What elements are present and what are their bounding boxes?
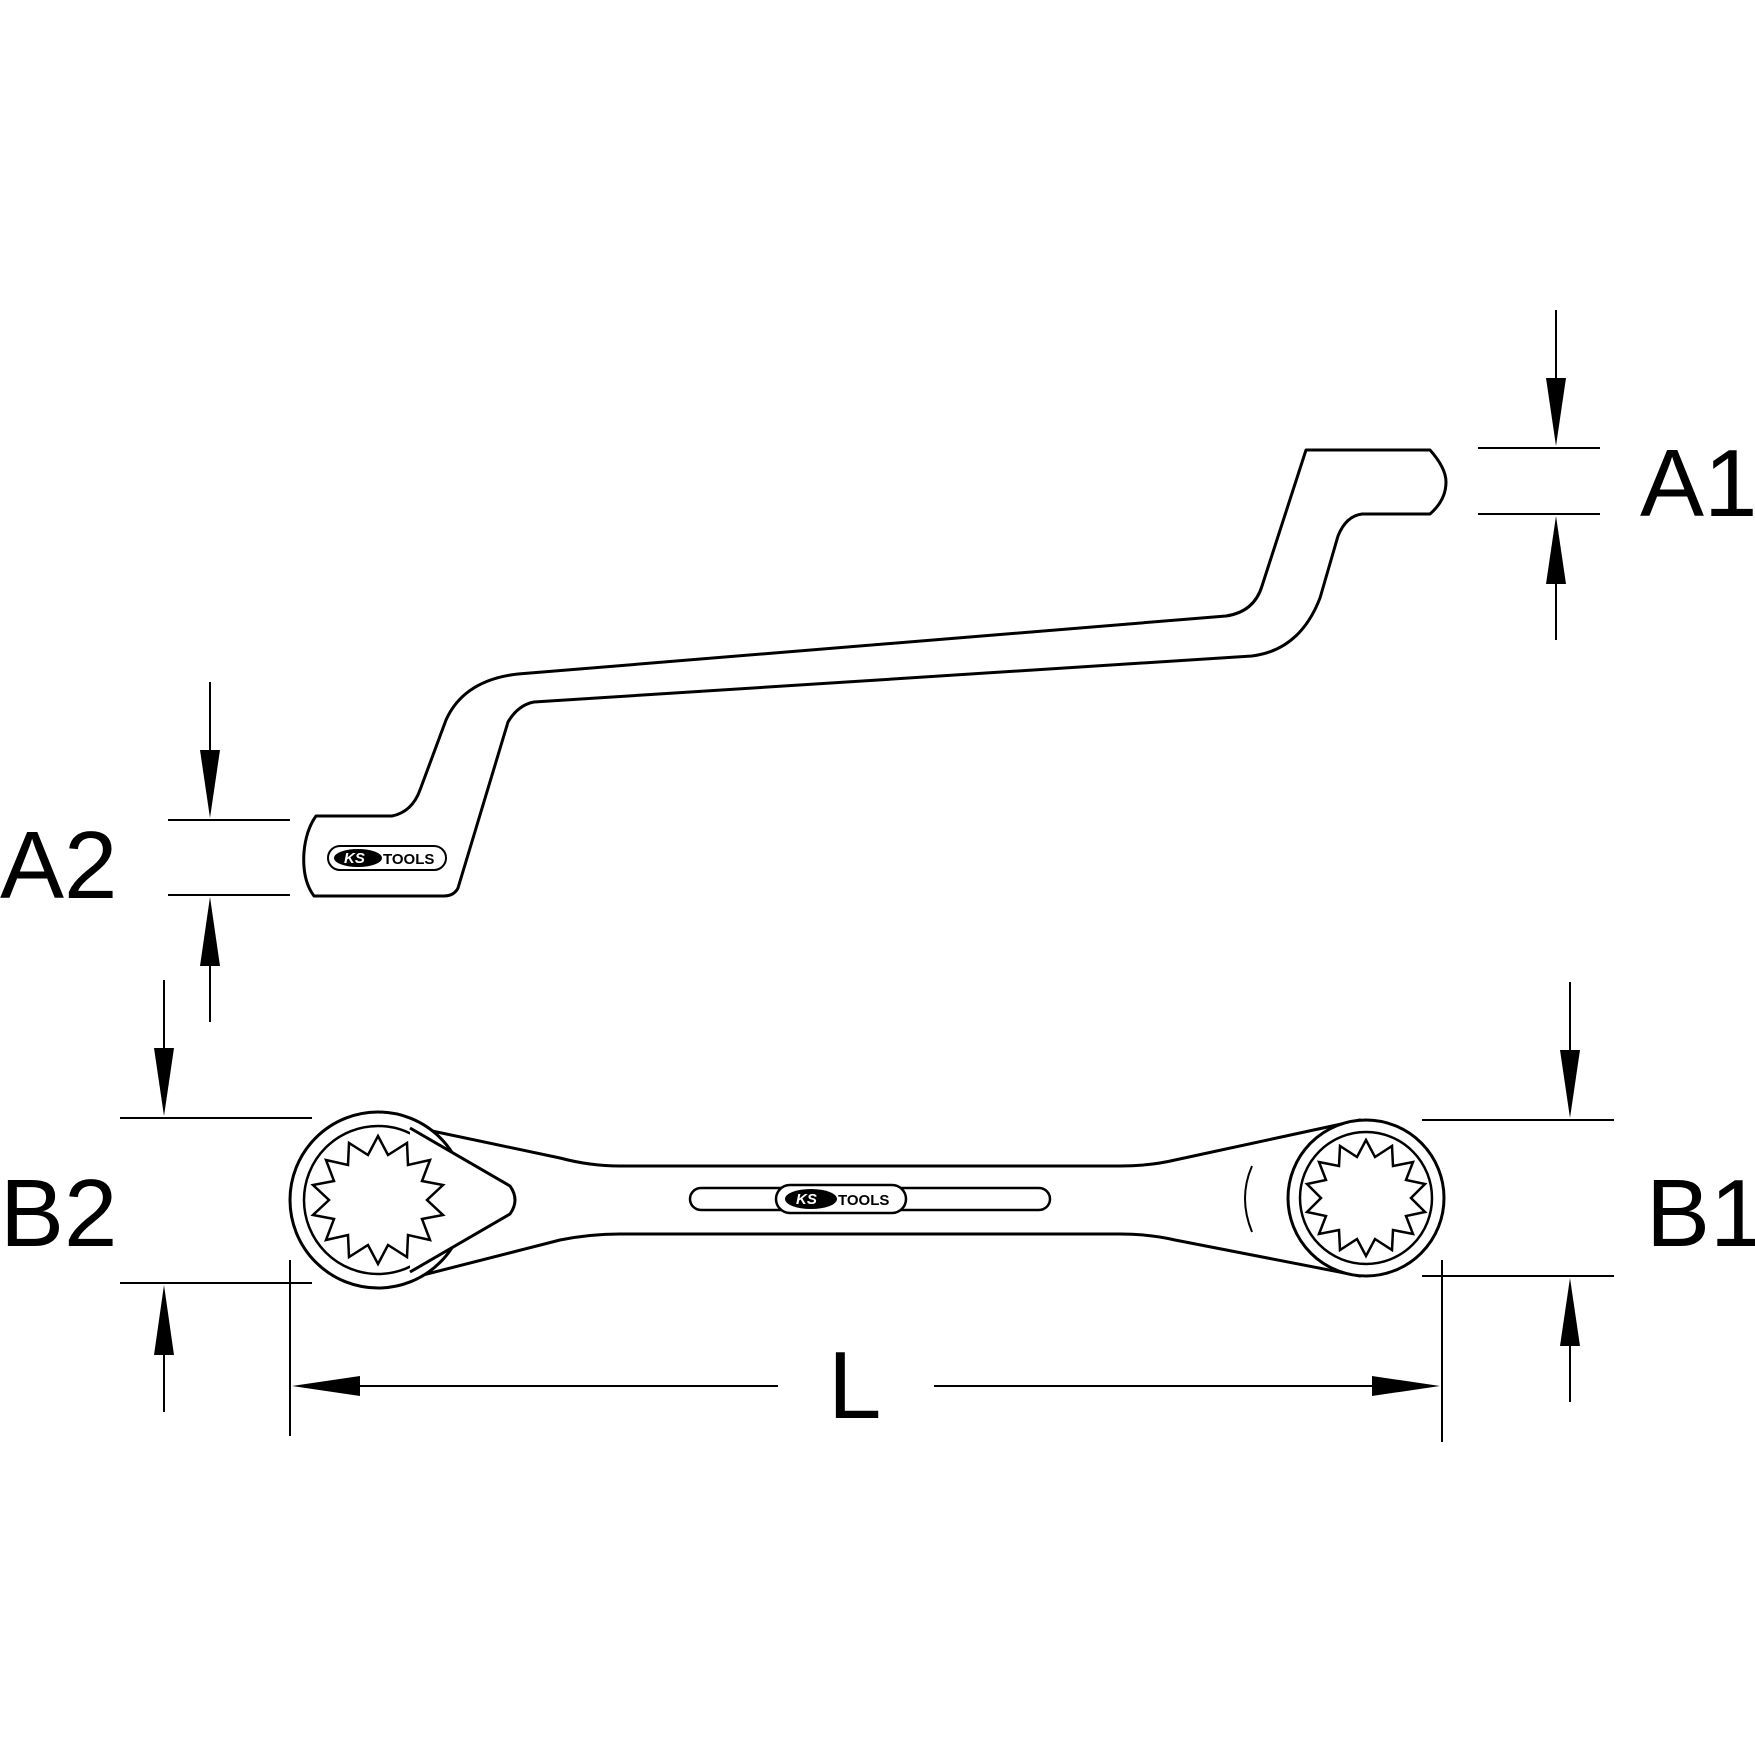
right-ring-inner (1298, 1130, 1434, 1266)
label-b2: B2 (0, 1160, 117, 1267)
logo-brand-left: KS (344, 850, 365, 867)
dimension-a1: A1 (1478, 310, 1755, 640)
logo-brand-right-top: TOOLS (838, 1192, 889, 1209)
wrench-top-view: KS TOOLS (288, 1110, 1446, 1290)
right-ring-12-point-socket (1304, 1137, 1428, 1259)
left-ring-wedge (409, 1126, 517, 1274)
logo-brand-left-top: KS (796, 1191, 817, 1208)
label-a1: A1 (1640, 430, 1755, 537)
dimension-l: L (289, 1260, 1443, 1442)
ks-tools-logo-top: KS TOOLS (774, 1183, 908, 1215)
logo-brand-right: TOOLS (383, 851, 434, 868)
side-view-outline (302, 448, 1448, 898)
left-ring-12-point-socket (310, 1133, 446, 1267)
ks-tools-logo-side: KS TOOLS (327, 845, 447, 871)
right-head-bend-mark (1244, 1165, 1253, 1233)
dimension-b2: B2 (0, 980, 312, 1412)
dimension-a2: A2 (0, 682, 290, 1022)
wrench-side-view: KS TOOLS (302, 448, 1448, 898)
label-b1: B1 (1646, 1160, 1755, 1267)
dimension-b1: B1 (1422, 982, 1755, 1402)
label-l: L (828, 1332, 881, 1439)
label-a2: A2 (0, 812, 117, 919)
